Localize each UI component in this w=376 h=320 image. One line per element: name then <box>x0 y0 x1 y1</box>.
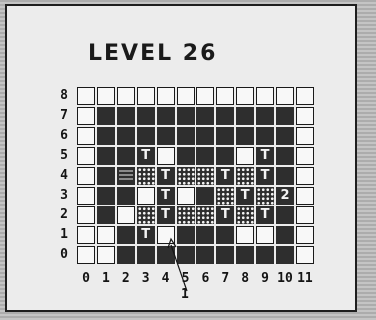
callout-label: 1 <box>181 287 189 302</box>
callout-leader-line <box>171 245 187 291</box>
